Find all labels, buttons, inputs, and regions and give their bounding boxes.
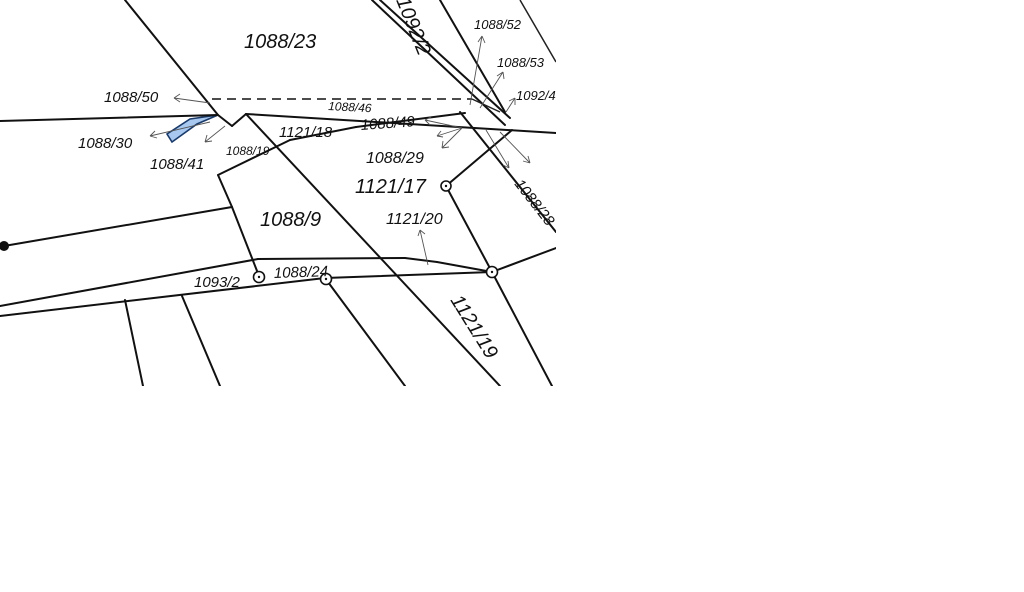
parcel-labels: 1088/23 1092/2 1088/52 1088/53 1092/4 10…: [78, 0, 556, 363]
parcel-label-1121-19[interactable]: 1121/19: [446, 291, 502, 363]
parcel-label-1121-18[interactable]: 1121/18: [279, 124, 333, 141]
parcel-label-1088-49[interactable]: 1088/49: [360, 113, 416, 134]
highlighted-parcel[interactable]: [165, 114, 219, 144]
parcel-label-1088-28[interactable]: 1088/28: [511, 176, 556, 230]
parcel-label-1092-2[interactable]: 1092/2: [391, 0, 434, 59]
parcel-label-1088-30[interactable]: 1088/30: [78, 135, 133, 152]
parcel-label-1092-4[interactable]: 1092/4: [516, 88, 556, 103]
parcel-label-1088-23[interactable]: 1088/23: [244, 31, 316, 53]
parcel-label-1121-17[interactable]: 1121/17: [355, 176, 427, 198]
parcel-label-1088-9[interactable]: 1088/9: [260, 209, 321, 231]
parcel-label-1088-24[interactable]: 1088/24: [274, 263, 329, 282]
parcel-label-1088-41[interactable]: 1088/41: [150, 156, 204, 173]
parcel-label-1121-20[interactable]: 1121/20: [386, 211, 443, 228]
cadastral-map[interactable]: 1088/23 1092/2 1088/52 1088/53 1092/4 10…: [0, 0, 556, 386]
parcel-label-1088-53[interactable]: 1088/53: [497, 55, 545, 70]
parcel-label-1088-46[interactable]: 1088/46: [328, 99, 372, 115]
map-viewport[interactable]: 1088/23 1092/2 1088/52 1088/53 1092/4 10…: [0, 0, 556, 386]
parcel-label-1088-52[interactable]: 1088/52: [474, 17, 522, 32]
parcel-boundaries: [0, 0, 556, 386]
survey-points: [0, 180, 499, 286]
parcel-label-1088-19[interactable]: 1088/19: [226, 144, 270, 158]
parcel-label-1088-29[interactable]: 1088/29: [366, 150, 424, 167]
leader-arrows: [149, 35, 531, 266]
parcel-label-1088-50[interactable]: 1088/50: [104, 89, 159, 106]
parcel-label-1093-2[interactable]: 1093/2: [194, 274, 241, 291]
